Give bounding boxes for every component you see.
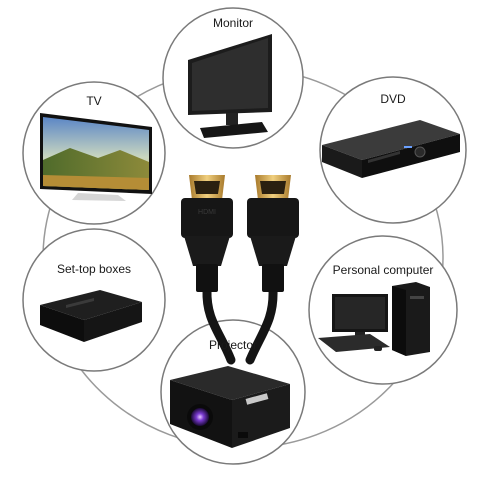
projector-icon: [170, 366, 290, 448]
tv-icon: [40, 113, 152, 201]
label-set-top-boxes: Set-top boxes: [56, 262, 132, 276]
label-monitor: Monitor: [212, 16, 254, 30]
monitor-icon: [188, 34, 272, 138]
label-tv: TV: [86, 94, 102, 108]
label-projector: Projector: [208, 338, 258, 352]
dvd-player-icon: [322, 120, 460, 178]
label-personal-computer: Personal computer: [332, 263, 434, 277]
hdmi-cable-icon: HDMI: [181, 175, 299, 365]
set-top-box-icon: [40, 290, 142, 342]
label-dvd: DVD: [380, 92, 406, 106]
hdmi-text-left: HDMI: [198, 209, 216, 216]
desktop-computer-icon: [318, 282, 430, 356]
